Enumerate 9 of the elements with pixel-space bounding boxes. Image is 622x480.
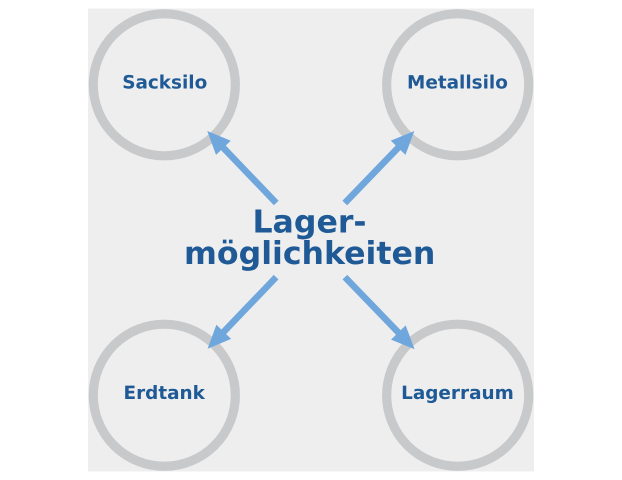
node-circle: Erdtank <box>88 320 240 471</box>
arrow <box>342 131 414 206</box>
arrow <box>208 274 278 349</box>
node-text: Lager- möglichkeiten <box>184 204 436 272</box>
node-circle: Sacksilo <box>88 9 240 160</box>
node-circle: Lagerraum <box>382 320 534 471</box>
node-circle: Metallsilo <box>382 9 534 160</box>
arrow <box>342 274 415 350</box>
arrow <box>207 130 279 206</box>
